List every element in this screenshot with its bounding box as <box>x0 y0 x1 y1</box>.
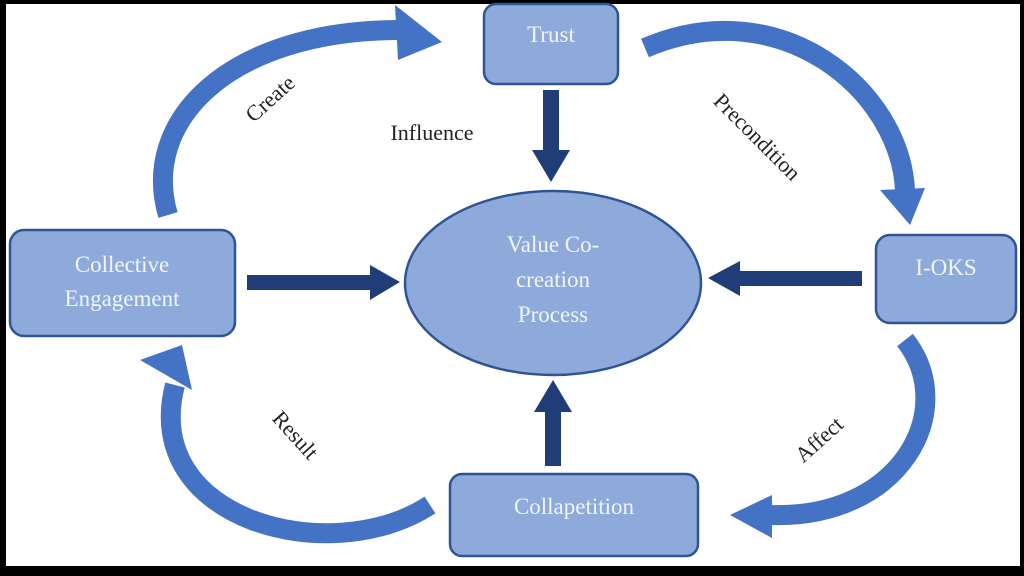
center-label-1: Value Co- <box>507 232 600 257</box>
arrow-engagement-to-center <box>247 265 400 300</box>
arrow-ioks-to-center <box>708 261 862 296</box>
node-collective-engagement: Collective Engagement <box>8 228 237 338</box>
node-i-oks: I-OKS <box>874 233 1018 325</box>
curved-arrow-create <box>153 5 442 218</box>
curved-arrow-result <box>140 345 436 544</box>
center-label-3: Process <box>518 302 588 327</box>
center-label-2: creation <box>516 267 591 292</box>
node-trust: Trust <box>482 2 620 86</box>
node-i-oks-label: I-OKS <box>915 255 976 280</box>
node-value-cocreation: Value Co- creation Process <box>403 189 703 377</box>
label-influence: Influence <box>390 120 473 145</box>
node-collective-engagement-label-1: Collective <box>75 252 170 277</box>
node-collapetition: Collapetition <box>448 472 700 558</box>
arrow-collapetition-to-center <box>534 380 572 466</box>
node-trust-label: Trust <box>527 22 575 47</box>
arrow-trust-to-center <box>532 90 570 182</box>
node-collapetition-label: Collapetition <box>514 494 635 519</box>
curved-arrow-precondition <box>641 20 925 225</box>
node-collective-engagement-label-2: Engagement <box>65 286 181 311</box>
curved-arrow-affect <box>730 333 936 538</box>
